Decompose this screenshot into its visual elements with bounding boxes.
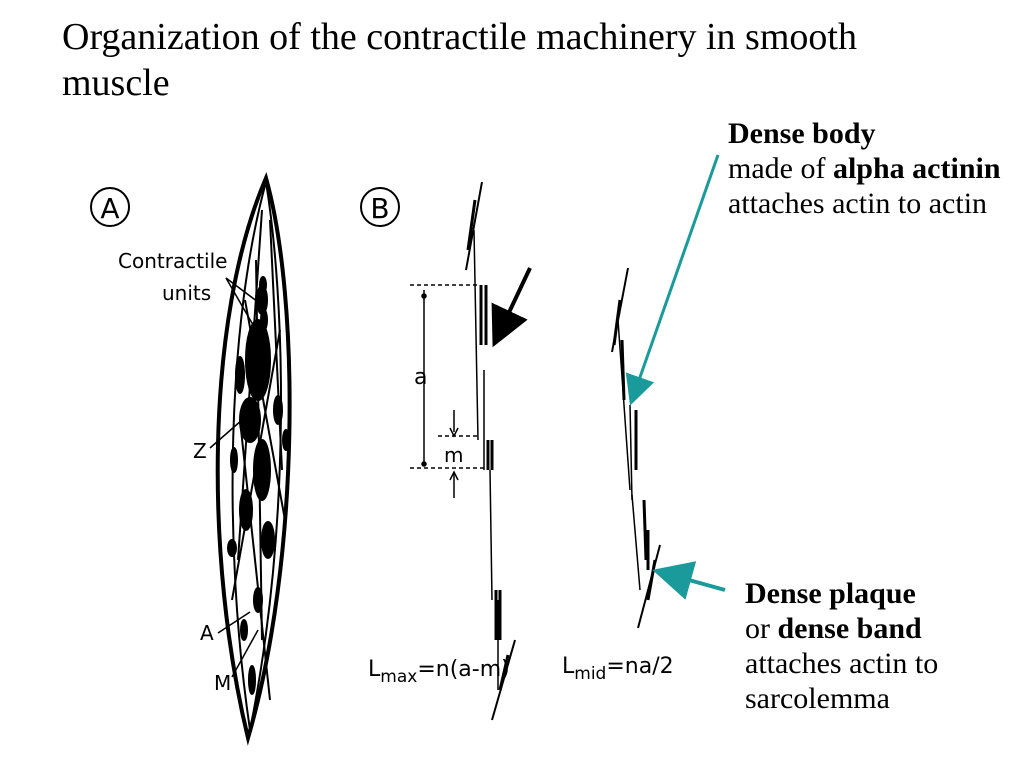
dim-a-label: a [414, 365, 427, 390]
dense-plaque-callout: Dense plaque or dense band attaches acti… [745, 576, 1020, 716]
dense-body-arrow [625, 154, 720, 406]
contractile-units-label-line2: units [162, 281, 211, 305]
dense-plaque-term: Dense plaque [745, 577, 916, 610]
panel-b-label: B [370, 192, 389, 225]
lmax-formula: Lmax=n(a-m) [368, 657, 510, 687]
filament-chain-lmax [465, 181, 516, 721]
dense-band-term: dense band [777, 612, 922, 645]
slide-title: Organization of the contractile machiner… [62, 16, 857, 104]
contractile-units-label-line1: Contractile [118, 249, 227, 273]
m-label: M [214, 671, 231, 695]
dense-body-text1: made of [728, 152, 833, 185]
dense-body-term: Dense body [728, 117, 876, 150]
dense-body-callout: Dense body made of alpha actinin attache… [728, 116, 1018, 221]
panel-a-label: A [100, 192, 119, 225]
z-label: Z [193, 439, 207, 463]
dense-body-text2: attaches actin to actin [728, 187, 988, 220]
panel-a-label-circle [90, 187, 130, 227]
panel-b-label-circle [360, 187, 400, 227]
contractile-network [227, 209, 290, 701]
dim-m-label: m [444, 443, 463, 467]
dense-plaque-text1: or [745, 612, 778, 645]
a-label: A [200, 621, 214, 645]
dense-plaque-text2: attaches actin to sarcolemma [745, 647, 939, 715]
dimension-markers [410, 284, 486, 498]
lmid-formula: Lmid=na/2 [562, 654, 674, 684]
panel-a: A [90, 171, 292, 746]
filament-chain-lmid [611, 267, 661, 629]
dense-plaque-arrow [652, 561, 726, 600]
smooth-muscle-cell-outline [215, 171, 292, 746]
black-arrow [491, 267, 532, 348]
panel-b: B [360, 181, 674, 721]
alpha-actinin-term: alpha actinin [832, 152, 1001, 185]
